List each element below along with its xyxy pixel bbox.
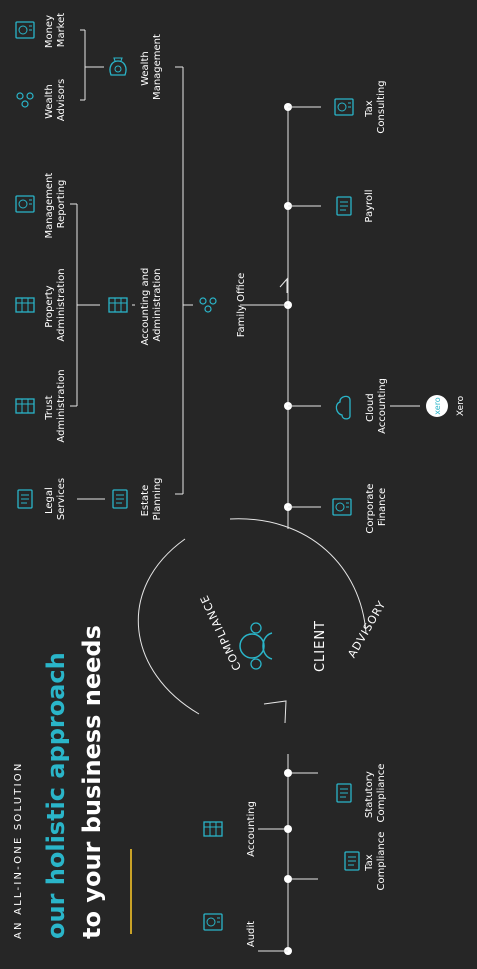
wealth-advisors-label-line2: Advisors (56, 79, 67, 121)
tax-consulting-label-line2: Consulting (376, 80, 387, 133)
wealth-advisors-icon (16, 92, 34, 108)
statutory-label-line2: Compliance (376, 764, 387, 823)
estate-planning-label-line2: Planning (152, 477, 163, 520)
svg-text:Tax Compliance: Tax Compliance (364, 832, 387, 891)
accounting-admin-label-line2: Administration (152, 268, 163, 341)
money-market-label-line2: Market (56, 13, 67, 47)
svg-text:Wealth Management: Wealth Management (140, 34, 163, 100)
eyebrow-text: AN ALL-IN-ONE SOLUTION (13, 761, 24, 939)
legal-services-icon (17, 489, 33, 509)
compliance-arc (137, 538, 200, 715)
advisory-arrowhead (279, 277, 288, 293)
svg-text:Cloud Accounting: Cloud Accounting (365, 378, 388, 434)
compliance-arrowhead (263, 700, 287, 724)
legal-services-label-line1: Legal (44, 487, 55, 514)
tax-document-icon (344, 851, 360, 871)
wealth-management-label-line2: Management (152, 34, 163, 100)
client-icon (239, 622, 273, 670)
compliance-cycle-label: COMPLIANCE (198, 592, 245, 672)
family-office-label: Family Office (236, 273, 247, 338)
estate-planning-icon (112, 489, 128, 509)
svg-text:Property Administration: Property Administration (44, 268, 67, 341)
audit-label: Audit (246, 921, 257, 947)
accounting-label: Accounting (246, 801, 257, 857)
trust-admin-label-line2: Administration (56, 369, 67, 442)
wealth-management-icon (109, 57, 127, 76)
svg-text:Accounting and Administr: Accounting and Administration (140, 264, 163, 345)
trust-admin-label-line1: Trust (44, 395, 55, 420)
management-reporting-label-line1: Management (44, 173, 55, 239)
title-line-1: our holistic approach (42, 652, 70, 939)
property-admin-label-line2: Administration (56, 268, 67, 341)
statutory-icon (336, 783, 352, 803)
client-label: CLIENT (313, 620, 328, 672)
cloud-icon (335, 395, 351, 420)
statutory-compliance-node (284, 769, 292, 777)
xero-logo (426, 395, 448, 417)
accounting-administration-icon (108, 297, 128, 313)
payroll-icon (336, 196, 352, 216)
xero-logo-text: xero (433, 397, 442, 415)
management-reporting-icon (15, 195, 35, 213)
statutory-label-line1: Statutory (364, 771, 375, 818)
wealth-advisors-label-line1: Wealth (44, 84, 55, 119)
svg-text:Corporate Finance: Corporate Finance (365, 480, 388, 533)
payroll-label: Payroll (364, 189, 375, 222)
xero-label: Xero (456, 395, 466, 416)
svg-text:Wealth Advisors: Wealth Advisors (44, 79, 67, 121)
corporate-finance-label-line2: Finance (377, 488, 388, 526)
estate-planning-label-line1: Estate (140, 485, 151, 517)
svg-text:Tax Consulting: Tax Consulting (364, 80, 387, 133)
corporate-finance-label-line1: Corporate (365, 484, 376, 534)
cloud-accounting-label-line1: Cloud (365, 393, 376, 422)
accounting-node (284, 825, 292, 833)
money-market-label-line1: Money (44, 15, 55, 48)
tax-compliance-label-line2: Compliance (376, 832, 387, 891)
svg-text:Trust Administration: Trust Administration (44, 369, 67, 442)
calculator-icon (203, 821, 223, 837)
tax-consulting-label-line1: Tax (364, 100, 375, 118)
svg-text:Management Reporting: Management Reporting (44, 169, 67, 238)
wealth-management-label-line1: Wealth (140, 51, 151, 86)
property-admin-label-line1: Property (44, 285, 55, 327)
corporate-finance-icon (332, 498, 352, 516)
tax-consulting-icon (334, 98, 354, 116)
tax-compliance-node (284, 875, 292, 883)
family-office-icon (199, 297, 217, 313)
title-line-2: to your business needs (78, 625, 106, 939)
svg-text:Legal Services: Legal Services (44, 478, 67, 520)
trust-administration-icon (15, 398, 35, 414)
advisory-arc (229, 518, 367, 634)
svg-text:Statutory Compliance: Statutory Compliance (364, 764, 387, 823)
tax-compliance-label-line1: Tax (364, 854, 375, 872)
accounting-admin-label-line1: Accounting and (140, 268, 151, 346)
audit-icon (203, 913, 223, 931)
legal-services-label-line2: Services (56, 478, 67, 520)
svg-text:Estate Planning: Estate Planning (140, 477, 163, 520)
management-reporting-label-line2: Reporting (56, 180, 67, 229)
svg-text:Money Market: Money Market (44, 12, 67, 48)
money-market-icon (15, 21, 35, 39)
cloud-accounting-label-line2: Accounting (377, 378, 388, 434)
advisory-cycle-label: ADVISORY (345, 598, 388, 660)
property-administration-icon (15, 297, 35, 313)
